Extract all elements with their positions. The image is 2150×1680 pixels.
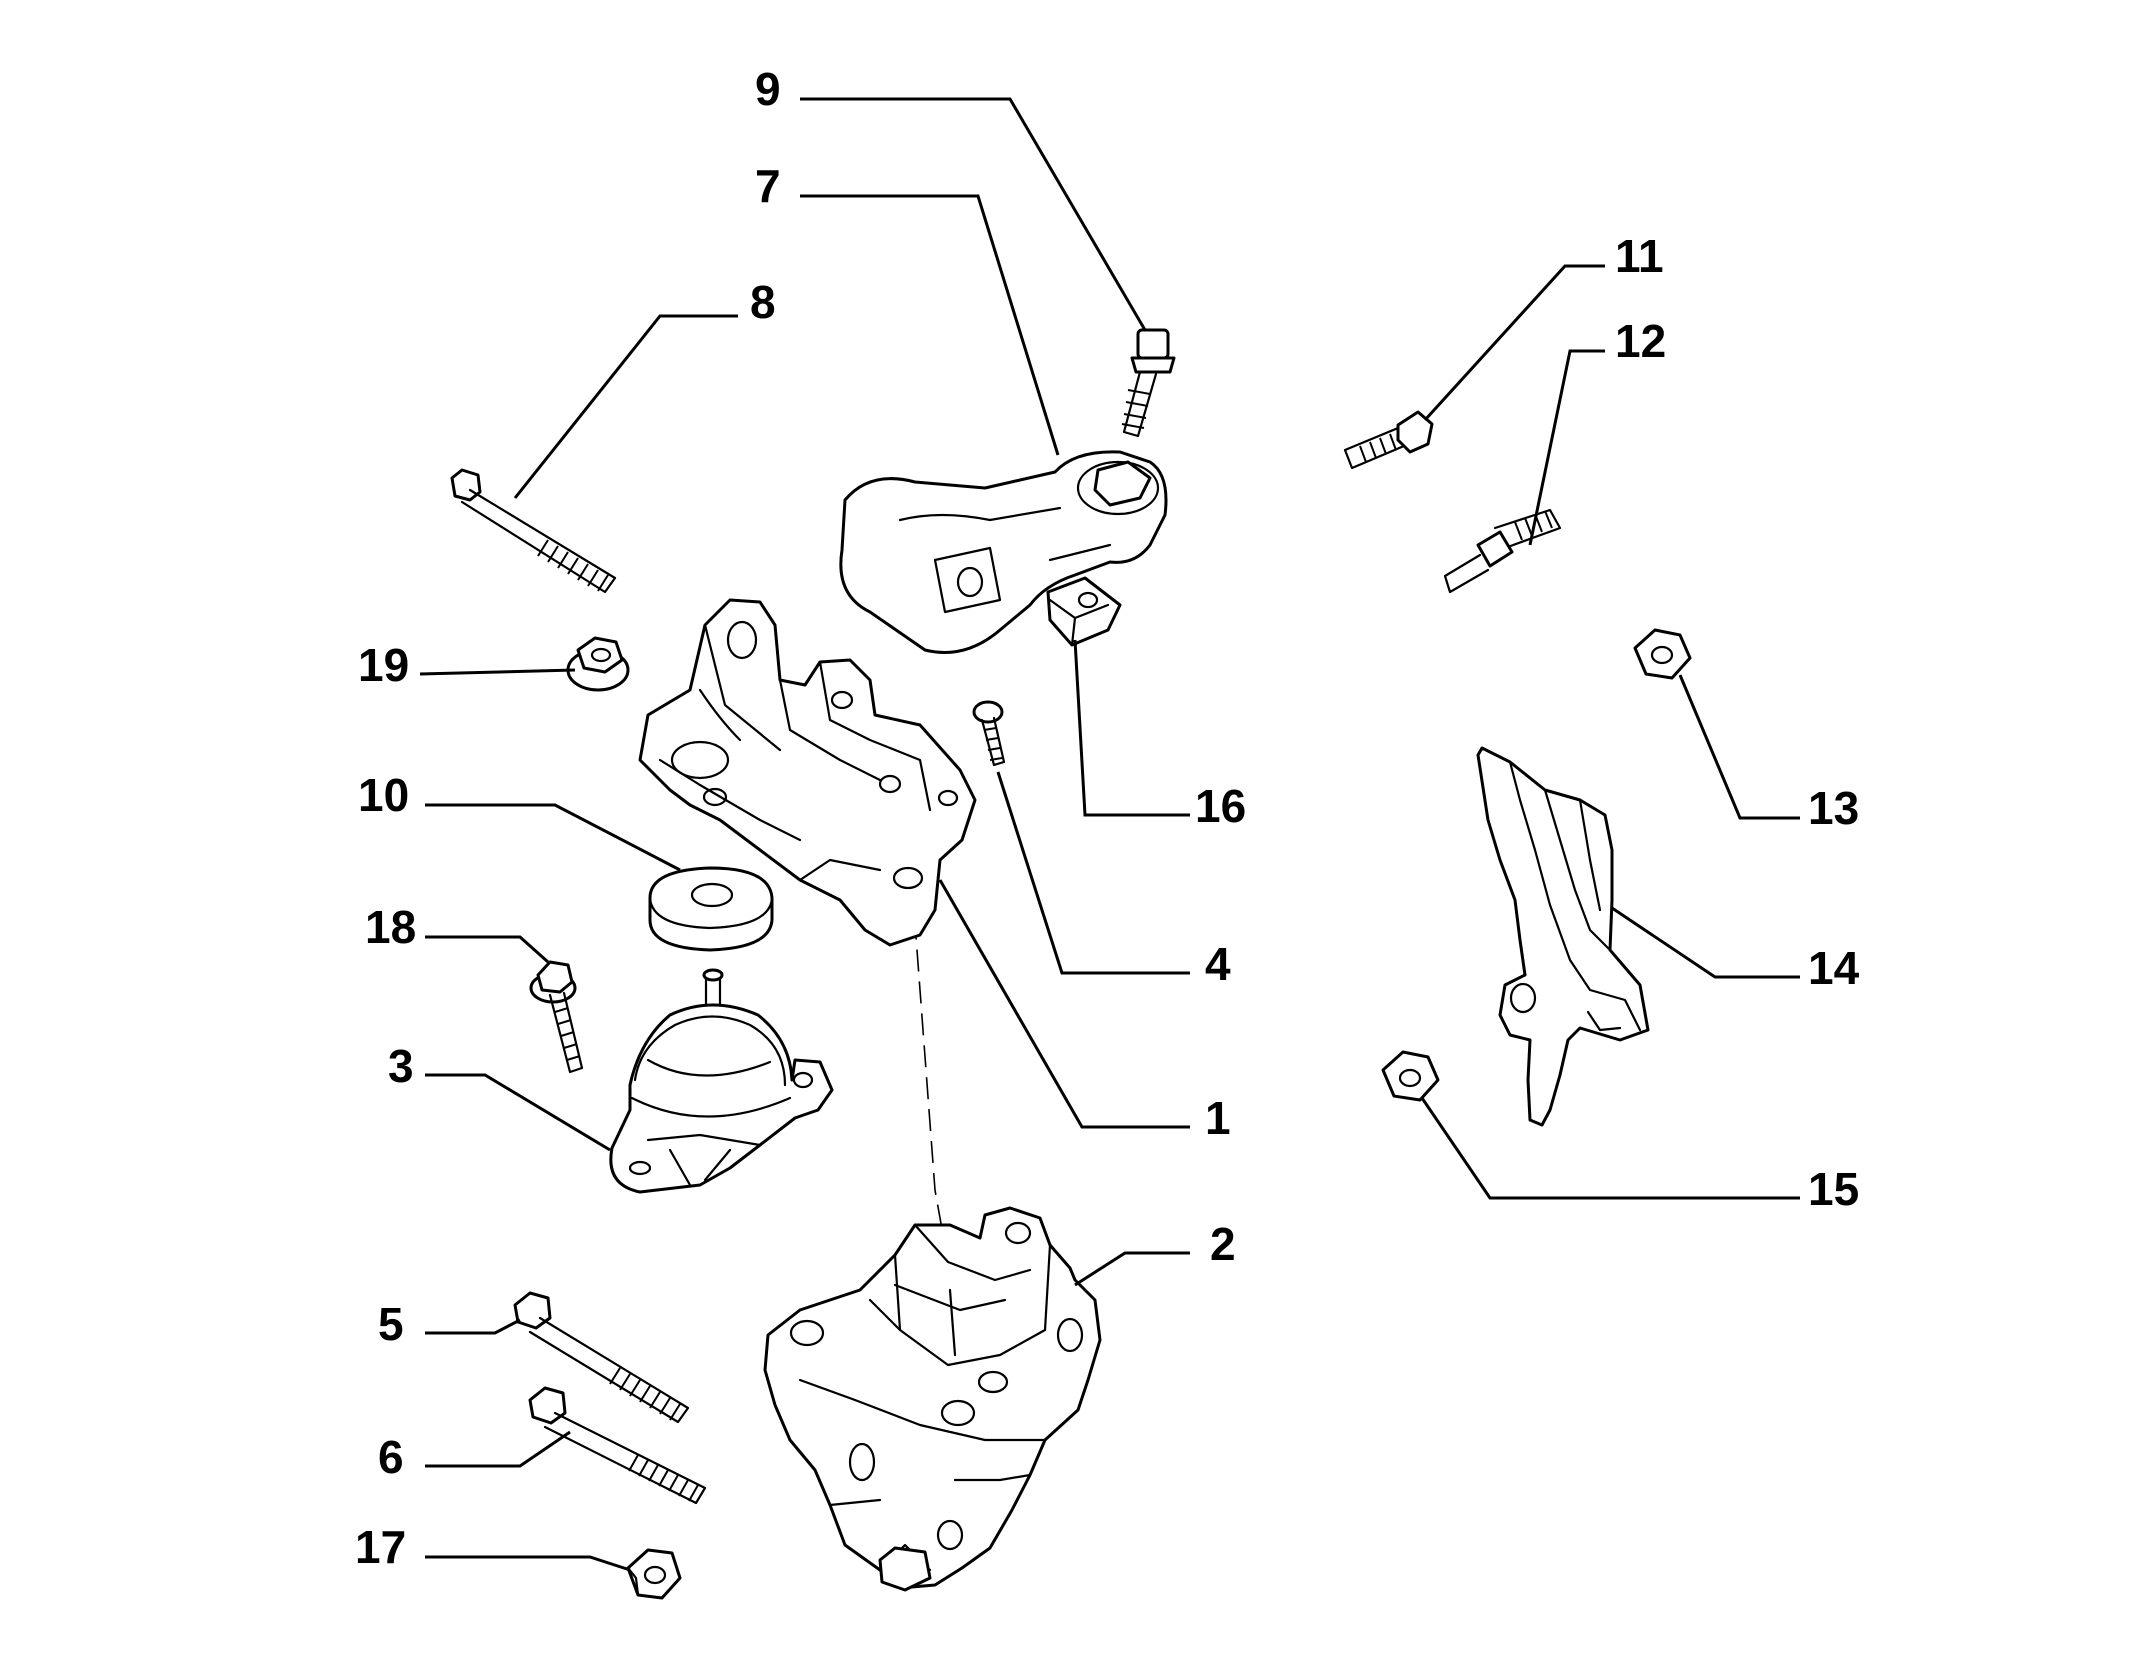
part-15-hex-nut (1381, 1050, 1440, 1102)
part-6-long-bolt (528, 1386, 707, 1505)
part-11-short-bolt (1343, 410, 1434, 470)
callout-15: 15 (1808, 1163, 1859, 1215)
callout-19: 19 (358, 639, 409, 691)
part-19-flange-nut (566, 636, 630, 692)
part-12-stud (1443, 508, 1562, 594)
callout-5: 5 (378, 1298, 404, 1350)
callout-4: 4 (1205, 938, 1231, 990)
callout-12: 12 (1615, 315, 1666, 367)
callout-14: 14 (1808, 942, 1860, 994)
callout-1: 1 (1205, 1092, 1231, 1144)
part-14-bracket (1476, 746, 1650, 1127)
callout-13: 13 (1808, 782, 1859, 834)
callout-10: 10 (358, 769, 409, 821)
part-10-washer (648, 866, 774, 952)
callout-2: 2 (1210, 1218, 1236, 1270)
callout-8: 8 (750, 276, 776, 328)
callout-9: 9 (755, 63, 781, 115)
leader-6 (425, 1430, 571, 1468)
leader-1 (938, 879, 1190, 1129)
leader-15 (1420, 1097, 1800, 1200)
callout-11: 11 (1615, 230, 1664, 282)
leader-16 (1073, 639, 1190, 817)
leader-12 (1528, 349, 1605, 546)
part-1-main-bracket (638, 598, 977, 947)
leader-18 (425, 935, 549, 964)
part-13-hex-nut (1633, 628, 1692, 680)
part-2-lower-mount (763, 1206, 1102, 1592)
leader-17 (425, 1555, 631, 1572)
part-9-bolt (1121, 328, 1176, 438)
part-4-small-screw (972, 700, 1006, 767)
leader-10 (425, 803, 681, 872)
leader-7 (800, 194, 1060, 456)
leader-8 (513, 314, 738, 499)
leader-3 (425, 1073, 611, 1152)
callout-17: 17 (355, 1521, 406, 1573)
leader-2 (1074, 1251, 1190, 1287)
leader-9 (800, 97, 1147, 331)
part-3-engine-mount (609, 968, 834, 1194)
part-16-square-nut (1046, 576, 1122, 647)
leader-14 (1611, 906, 1800, 979)
leader-11 (1423, 264, 1605, 422)
callout-7: 7 (755, 160, 781, 212)
callout-3: 3 (388, 1040, 414, 1092)
leader-19 (419, 668, 576, 676)
callout-6: 6 (378, 1431, 404, 1483)
callout-16: 16 (1195, 780, 1246, 832)
leader-5 (425, 1318, 521, 1335)
leader-13 (1678, 674, 1800, 820)
part-8-long-bolt (450, 468, 617, 594)
part-7-upper-bracket (839, 450, 1168, 654)
leader-4 (996, 771, 1190, 975)
callout-18: 18 (365, 901, 416, 953)
part-18-bolt-washer (529, 960, 584, 1074)
part-17-hex-nut (626, 1548, 682, 1600)
